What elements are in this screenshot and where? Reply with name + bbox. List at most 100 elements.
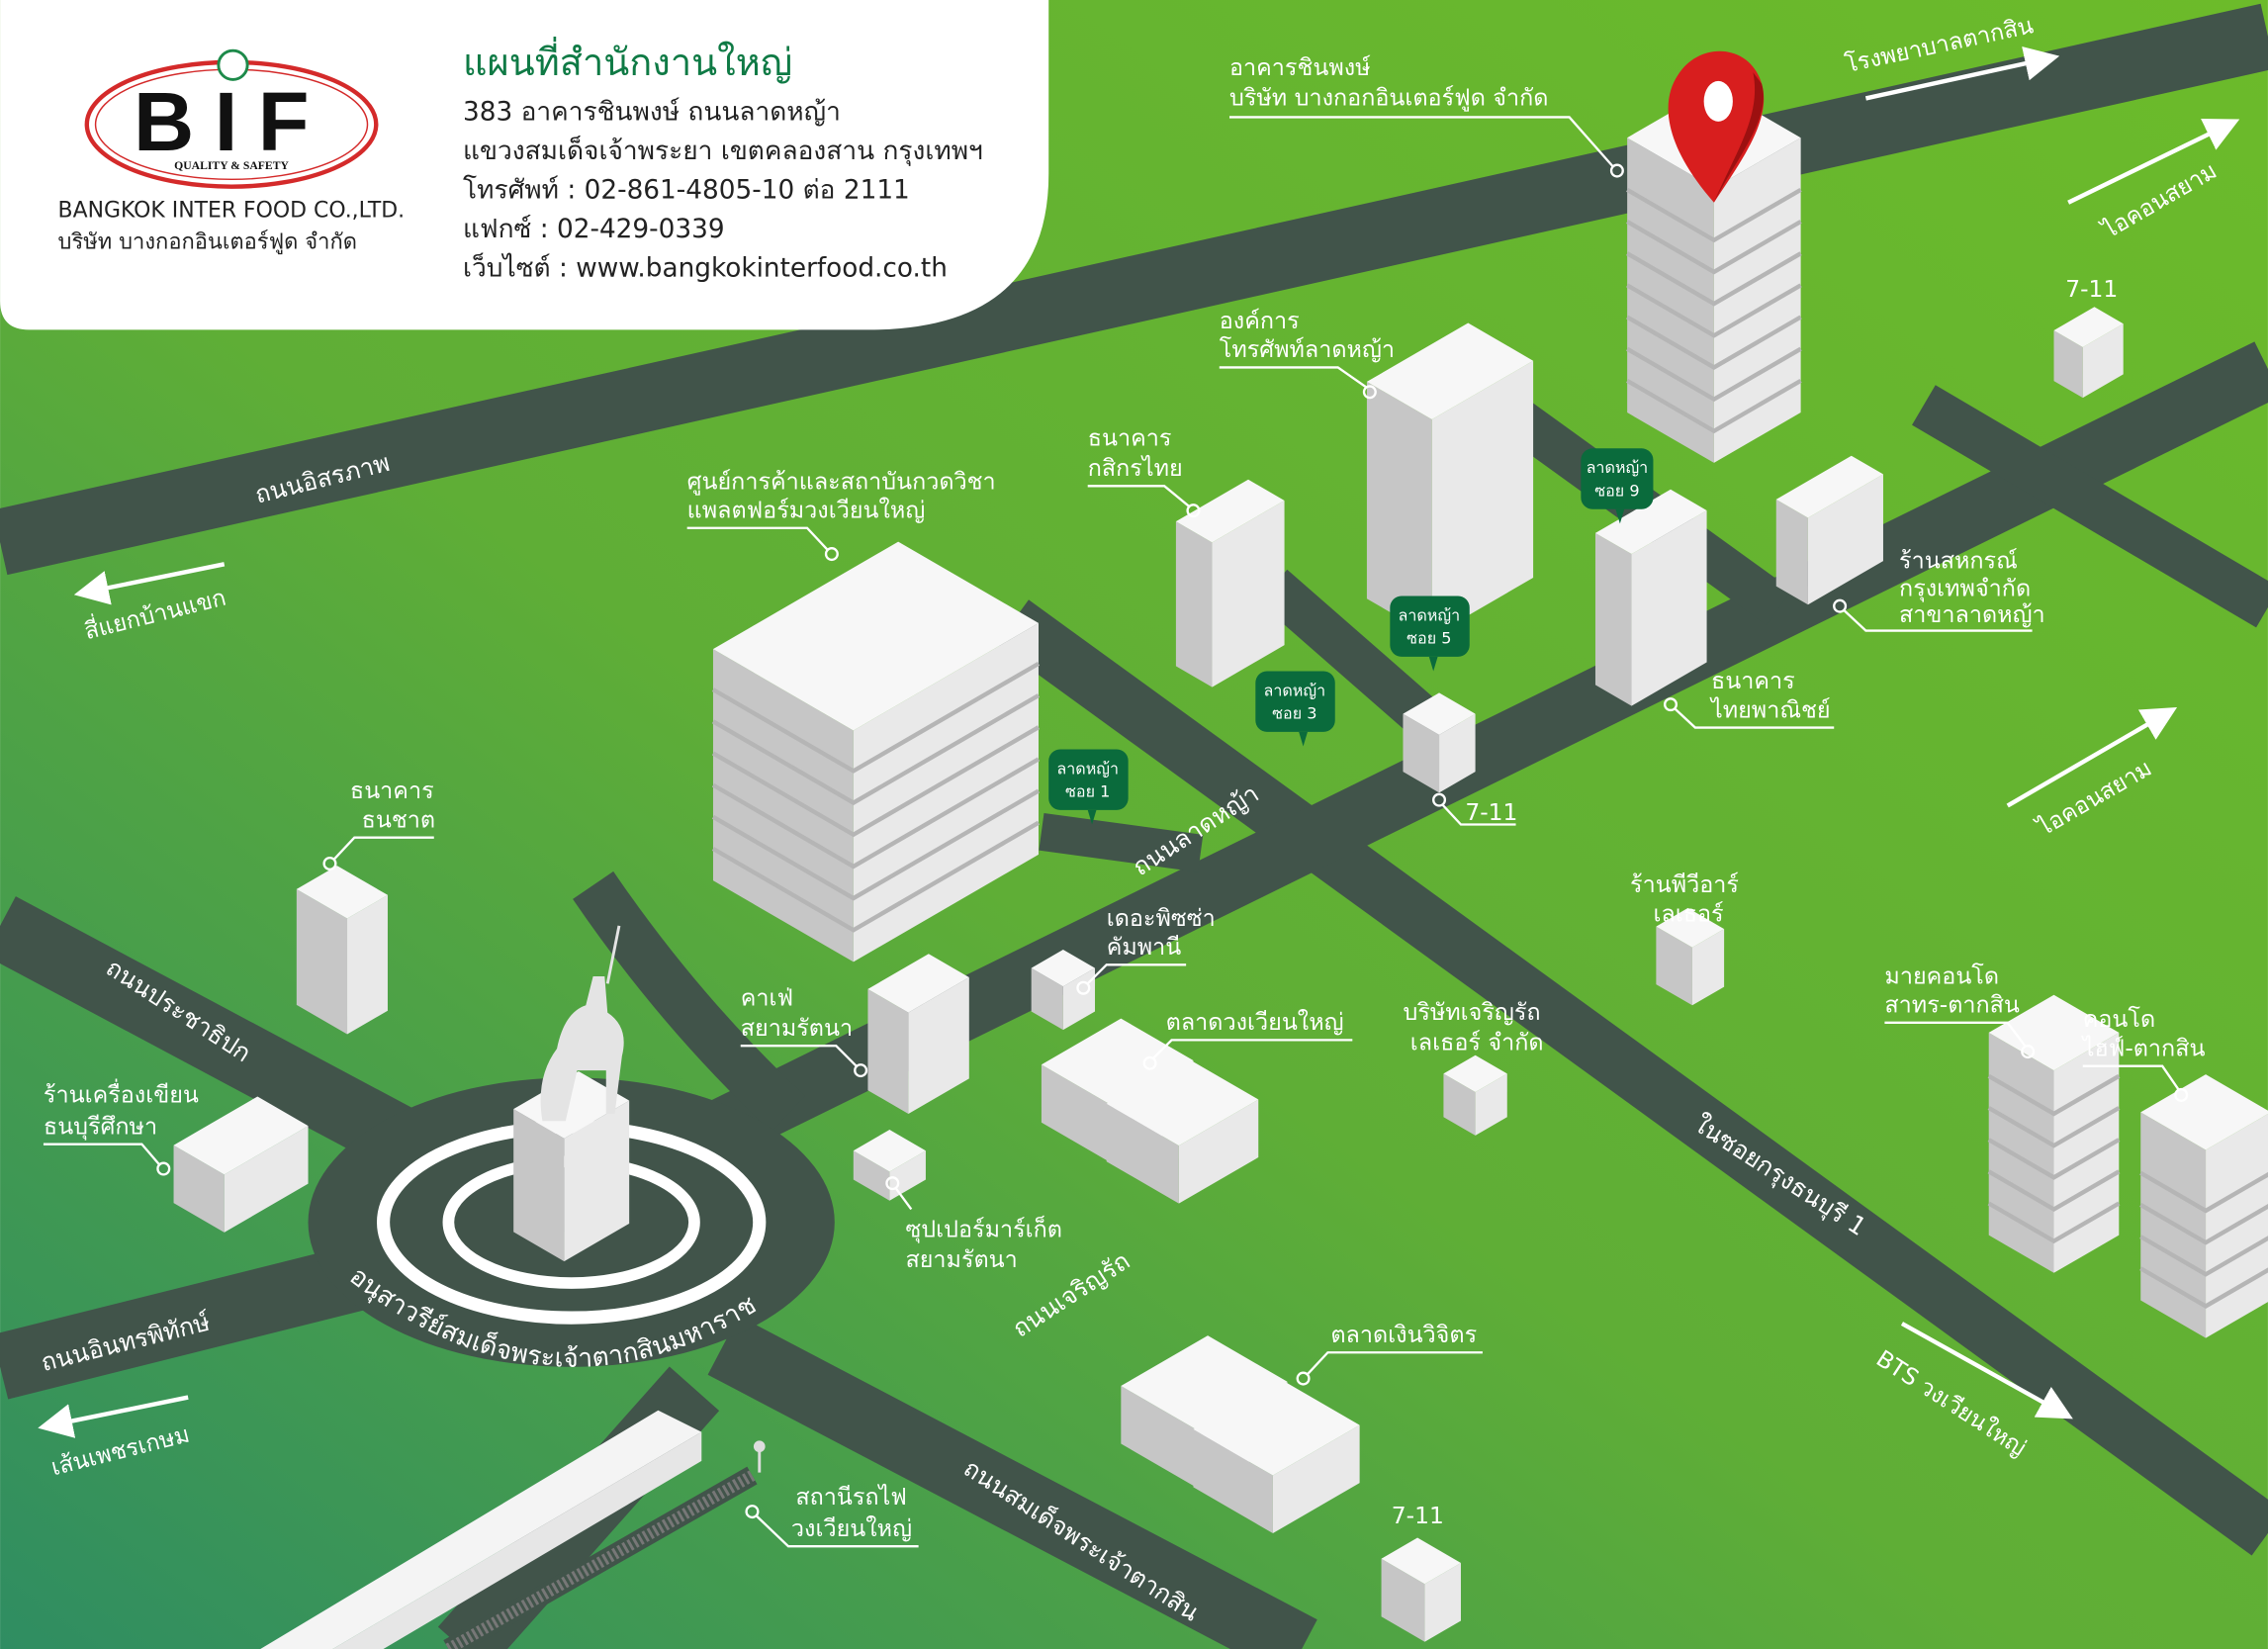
road-krung-thonburi <box>996 599 2268 1556</box>
road-prachathipok <box>0 896 450 1187</box>
building-cafe <box>867 954 969 1114</box>
label-line: ตลาดวงเวียนใหญ่ <box>1166 1008 1344 1036</box>
arrow-icon <box>1900 1322 2073 1420</box>
arrow-icon <box>1864 46 2060 101</box>
label-tot[interactable]: องค์การ โทรศัพท์ลาดหญ้า <box>1220 307 1395 400</box>
label-line: บริษัทเจริญรัถ <box>1403 998 1540 1026</box>
label-line: ธนาคาร <box>1088 423 1172 451</box>
road-soi-1 <box>1039 812 1204 872</box>
road-inthraphithak <box>0 1240 385 1400</box>
label-line: คาเฟ่ <box>741 983 793 1011</box>
label-market[interactable]: ตลาดวงเวียนใหญ่ <box>1142 1008 1353 1070</box>
label-thanachart[interactable]: ธนาคาร ธนชาต <box>322 777 435 871</box>
label-line: เดอะพิซซ่า <box>1107 904 1216 932</box>
badge-line: ลาดหญ้า <box>1263 681 1325 699</box>
badge-line: ซอย 3 <box>1272 704 1316 723</box>
label-platform[interactable]: ศูนย์การค้าและสถาบันกวดวิชา แพลตฟอร์มวงเ… <box>686 467 996 562</box>
buildings <box>173 87 2268 1642</box>
badge-line: ซอย 9 <box>1594 482 1639 501</box>
label-stationery[interactable]: ร้านเครื่องเขียน ธนบุรีศึกษา <box>43 1078 199 1176</box>
building-kbank <box>1175 479 1285 687</box>
label-seven-mid[interactable]: 7-11 <box>1432 792 1517 826</box>
label-pvr[interactable]: ร้านพีวีอาร์ เลเธอร์ <box>1630 870 1739 927</box>
fax: แฟกซ์ : 02-429-0339 <box>463 214 725 244</box>
building-long-southwest <box>260 1410 702 1649</box>
arrow-icon <box>73 562 226 605</box>
label-mycondo[interactable]: มายคอนโด สาทร-ตากสิน <box>1884 962 2036 1059</box>
label-pizza[interactable]: เดอะพิซซ่า คัมพานี <box>1076 904 1216 995</box>
building-seven-top <box>2053 307 2124 399</box>
railway-signal-icon <box>753 1440 766 1473</box>
badge-line: ลาดหญ้า <box>1587 458 1649 477</box>
leaf-emblem-icon <box>217 48 249 81</box>
label-line: 7-11 <box>2065 275 2118 303</box>
building-scb <box>1594 489 1707 706</box>
label-line: กสิกรไทย <box>1088 454 1183 482</box>
location-pin-icon[interactable] <box>1668 50 1765 203</box>
building-pvr <box>1656 907 1725 1006</box>
label-supermarket[interactable]: ซุปเปอร์มาร์เก็ต สยามรัตนา <box>885 1176 1062 1273</box>
label-line: ธนาคาร <box>1711 667 1795 694</box>
label-coop[interactable]: ร้านสหกรณ์ กรุงเทพจำกัด สาขาลาดหญ้า <box>1833 547 2045 632</box>
label-line: ไฮฟ์-ตากสิน <box>2081 1034 2206 1061</box>
label-line: สถานีรถไฟ <box>795 1483 907 1511</box>
building-charoenrat <box>1443 1054 1507 1136</box>
monument-pedestal <box>513 1070 630 1262</box>
arrow-icon <box>2067 119 2240 205</box>
road-stub <box>573 870 805 1133</box>
label-hive[interactable]: คอนโด ไฮฟ์-ตากสิน <box>2081 1005 2206 1102</box>
label-line: ร้านพีวีอาร์ <box>1630 870 1739 898</box>
label-line: ศูนย์การค้าและสถาบันกวดวิชา <box>687 467 996 496</box>
website-link[interactable]: เว็บไซต์ : www.bangkokinterfood.co.th <box>463 251 948 283</box>
label-kbank[interactable]: ธนาคาร กสิกรไทย <box>1087 423 1201 518</box>
soi-badge-1: ลาดหญ้า ซอย 1 <box>1048 749 1129 825</box>
label-cafe[interactable]: คาเฟ่ สยามรัตนา <box>741 983 868 1078</box>
label-line: เลเธอร์ จำกัด <box>1410 1029 1544 1056</box>
label-line: สาทร-ตากสิน <box>1884 991 2020 1019</box>
label-station[interactable]: สถานีรถไฟ วงเวียนใหญ่ <box>745 1483 919 1548</box>
road-lat-ya <box>709 341 2268 1156</box>
building-ngoen-b <box>1193 1378 1360 1534</box>
label-line: ธนชาต <box>362 805 435 833</box>
address-line-2: แขวงสมเด็จเจ้าพระยา เขตคลองสาน กรุงเทพฯ <box>463 135 983 166</box>
label-line: อาคารชินพงษ์ <box>1229 53 1371 81</box>
soi-badge-9: ลาดหญ้า ซอย 9 <box>1581 448 1654 524</box>
building-stationery <box>173 1096 309 1233</box>
label-line: 7-11 <box>1392 1502 1444 1529</box>
label-line: ซุปเปอร์มาร์เก็ต <box>905 1214 1062 1242</box>
label-line: สยามรัตนา <box>741 1014 853 1042</box>
arrow-icon <box>38 1395 189 1438</box>
label-line: บริษัท บางกอกอินเตอร์ฟูด จำกัด <box>1229 84 1548 113</box>
label-line: แพลตฟอร์มวงเวียนใหญ่ <box>687 496 926 523</box>
building-supermarket <box>853 1130 926 1201</box>
label-seven-bottom[interactable]: 7-11 <box>1392 1502 1444 1529</box>
label-ngoen-wichit[interactable]: ตลาดเงินวิจิตร <box>1296 1321 1483 1386</box>
company-name-th: บริษัท บางกอกอินเตอร์ฟูด จำกัด <box>58 230 357 255</box>
logo-tagline: QUALITY & SAFETY <box>174 159 289 172</box>
label-line: สยามรัตนา <box>905 1245 1017 1273</box>
label-line: โทรศัพท์ลาดหญ้า <box>1220 335 1395 363</box>
label-scb[interactable]: ธนาคาร ไทยพาณิชย์ <box>1663 667 1835 729</box>
page-title: แผนที่สำนักงานใหญ่ <box>463 37 792 84</box>
building-thanachart <box>296 866 388 1035</box>
header-card <box>0 0 1049 330</box>
label-line: ร้านสหกรณ์ <box>1899 547 2018 575</box>
logo-text: BIF <box>134 74 329 168</box>
badge-line: ซอย 1 <box>1065 782 1110 801</box>
label-charoenrat[interactable]: บริษัทเจริญรัถ เลเธอร์ จำกัด <box>1403 998 1543 1056</box>
road-taksin <box>707 1316 1317 1649</box>
company-name-en: BANGKOK INTER FOOD CO.,LTD. <box>58 198 406 223</box>
label-seven-top[interactable]: 7-11 <box>2065 275 2118 303</box>
label-line: วงเวียนใหญ่ <box>791 1514 912 1542</box>
building-hive <box>2139 1074 2268 1338</box>
building-seven-mid <box>1403 692 1476 793</box>
soi-badge-3: ลาดหญ้า ซอย 3 <box>1255 671 1335 747</box>
building-tot <box>1366 322 1534 637</box>
label-line: คัมพานี <box>1107 933 1182 961</box>
address-line-1: 383 อาคารชินพงษ์ ถนนลาดหญ้า <box>463 96 841 127</box>
label-line: มายคอนโด <box>1884 962 1999 989</box>
bif-logo: BIF QUALITY & SAFETY <box>84 48 379 189</box>
label-line: สาขาลาดหญ้า <box>1899 600 2045 628</box>
label-hq[interactable]: อาคารชินพงษ์ บริษัท บางกอกอินเตอร์ฟูด จำ… <box>1229 53 1624 178</box>
